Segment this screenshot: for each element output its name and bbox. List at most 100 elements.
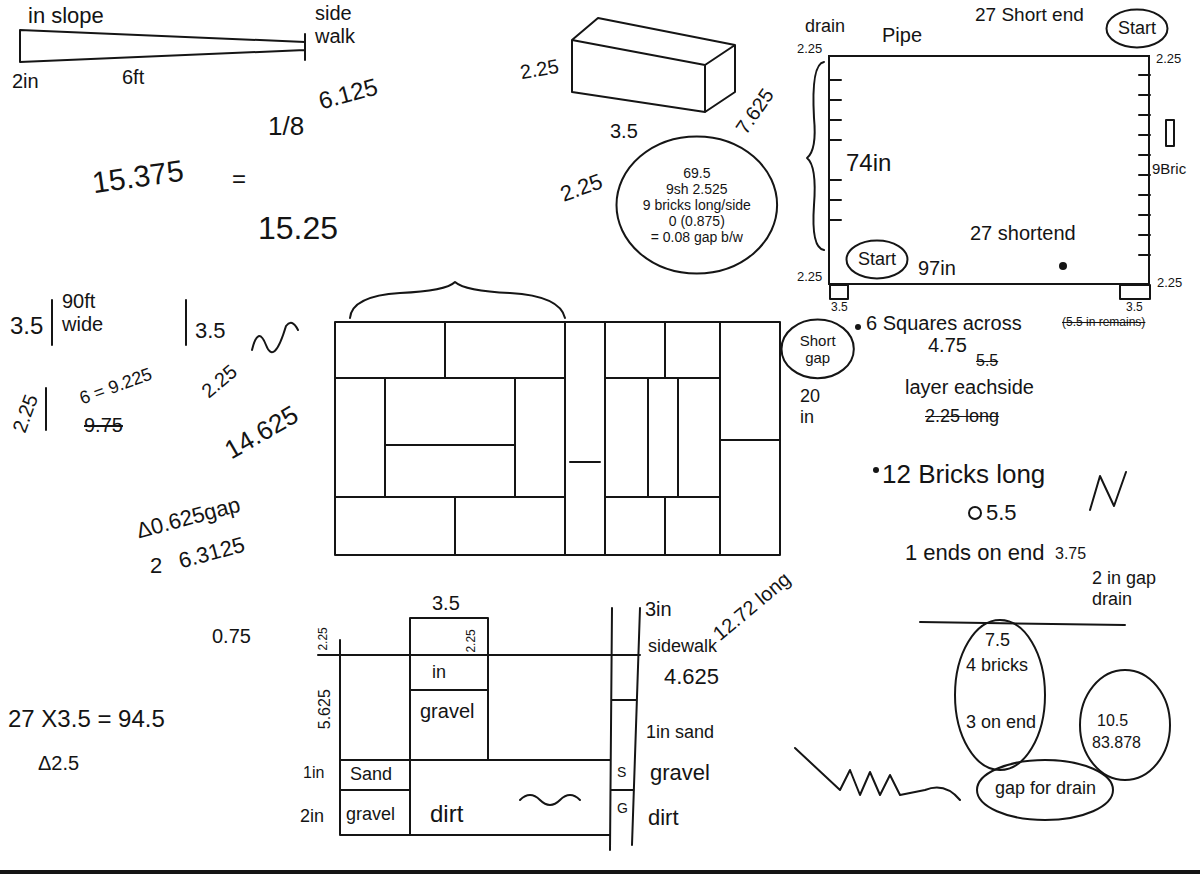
- note-label: gravel: [420, 700, 474, 723]
- note-label: 14.625: [220, 400, 304, 466]
- note-label: 15.375: [90, 154, 186, 201]
- node-text: Short gap: [795, 332, 841, 367]
- note-label: 2.25: [317, 627, 331, 650]
- note-label: 9.75: [84, 414, 123, 437]
- note-label: 2.25: [557, 168, 606, 206]
- node-text: 27 shortend: [970, 222, 1076, 245]
- outline-ellipse: [847, 241, 908, 279]
- note-label: 3 on end: [966, 712, 1036, 733]
- scribble-zigzag: [795, 748, 960, 800]
- slope-wedge: [20, 30, 305, 62]
- note-label: 1in: [303, 764, 324, 782]
- note-label: dirt: [430, 800, 463, 828]
- circled-note: Start: [1105, 8, 1169, 49]
- side-brace: [807, 62, 824, 250]
- corner-brick: [1120, 285, 1150, 299]
- note-label: 2in: [300, 806, 324, 827]
- note-label: Sand: [350, 764, 392, 785]
- mark-dot: [1059, 262, 1067, 270]
- note-label: 5.5: [986, 500, 1017, 525]
- note-label: in: [432, 662, 446, 683]
- note-label: 27 Short end: [975, 4, 1084, 26]
- oval-note: 69.59sh 2.5259 bricks long/side0 (0.875)…: [615, 135, 779, 275]
- node-text: 69.5: [683, 165, 710, 181]
- squiggle: [520, 795, 580, 805]
- outline-ellipse: [617, 137, 778, 274]
- bullet-ring: [969, 507, 981, 519]
- note-label: sidewalk: [648, 636, 717, 657]
- note-label: 2.25: [1156, 52, 1181, 67]
- note-label: =: [232, 165, 246, 193]
- note-label: 3.5: [1126, 301, 1143, 315]
- note-label: 6 = 9.225: [77, 364, 155, 409]
- scribble-loop: [977, 760, 1113, 820]
- note-label: 2.25: [197, 360, 242, 403]
- outline-ellipse: [782, 320, 854, 379]
- note-label: 1 ends on end: [905, 540, 1044, 565]
- note-label: 3in: [645, 598, 672, 621]
- note-label: layer eachside: [905, 376, 1034, 399]
- note-label: 12.72 long: [709, 568, 795, 646]
- note-label: 27 X3.5 = 94.5: [8, 705, 165, 733]
- note-label: 6 Squares across: [866, 312, 1022, 335]
- node-text: 9sh 2.525: [666, 181, 728, 197]
- note-label: 6ft: [122, 66, 144, 89]
- note-label: 4.625: [664, 664, 719, 689]
- note-label: 6.3125: [176, 532, 248, 574]
- note-label: 7.5: [985, 630, 1010, 651]
- note-label: 1in sand: [646, 722, 714, 743]
- note-label: 5.5: [976, 352, 998, 370]
- note-label: 2.25: [518, 55, 560, 84]
- note-label: 6.125: [315, 73, 380, 115]
- note-label: 3.5: [610, 120, 638, 143]
- note-label: G: [617, 800, 628, 816]
- node-text: 74in: [846, 149, 891, 177]
- scribble-loop: [955, 620, 1045, 770]
- note-label: 5.625: [316, 689, 334, 729]
- bullet-dot: [855, 324, 861, 330]
- note-label: 20 in: [800, 386, 828, 427]
- note-label: side walk: [315, 2, 363, 48]
- brick-pattern-outline: [335, 322, 780, 555]
- node-text: Start: [858, 249, 896, 270]
- brick-sketch: [572, 18, 735, 112]
- note-label: 10.5: [1097, 712, 1128, 730]
- note-label: 2.25: [465, 629, 479, 652]
- note-label: in slope: [28, 3, 104, 28]
- note-label: 2.25: [8, 391, 43, 435]
- scribble-line: [920, 622, 1125, 625]
- corner-brick: [830, 285, 848, 299]
- outline-box: 74in 27 shortend 97in Start: [828, 55, 1150, 285]
- sketch-lines: [20, 18, 1174, 850]
- circled-note: Short gap: [780, 318, 855, 380]
- node-text: 9 bricks long/side: [643, 197, 751, 213]
- note-label: 2.25: [797, 42, 822, 57]
- brace: [350, 282, 565, 318]
- note-label: 3.5: [10, 312, 43, 340]
- note-label: 7.625: [731, 84, 779, 138]
- note-label: 3.75: [1055, 545, 1086, 563]
- note-label: 3.5: [432, 592, 460, 615]
- squiggle: [252, 323, 298, 352]
- note-label: 2.25 long: [925, 406, 999, 427]
- note-label: (5.5 in remains): [1062, 316, 1145, 330]
- note-label: 4 bricks: [966, 655, 1028, 676]
- note-label: 9Bric: [1152, 160, 1186, 177]
- note-label: 2in: [12, 70, 39, 93]
- outline-ellipse: [1107, 10, 1168, 48]
- note-label: 90ft wide: [62, 290, 122, 336]
- brick-symbol: [1166, 120, 1174, 146]
- bullet-dot: [873, 467, 879, 473]
- note-label: 15.25: [258, 210, 338, 247]
- note-label: Δ2.5: [38, 752, 79, 775]
- scribble-loop: [1080, 670, 1170, 780]
- note-label: 2.25: [797, 270, 822, 285]
- note-label: 3.5: [195, 318, 226, 343]
- note-label: Pipe: [882, 24, 922, 47]
- note-label: drain: [805, 16, 845, 37]
- note-label: 2.25: [1157, 276, 1182, 291]
- patio-ticks: [830, 75, 1150, 255]
- node-text: 97in: [918, 257, 956, 280]
- note-label: 1/8: [268, 112, 304, 142]
- note-label: dirt: [648, 805, 679, 830]
